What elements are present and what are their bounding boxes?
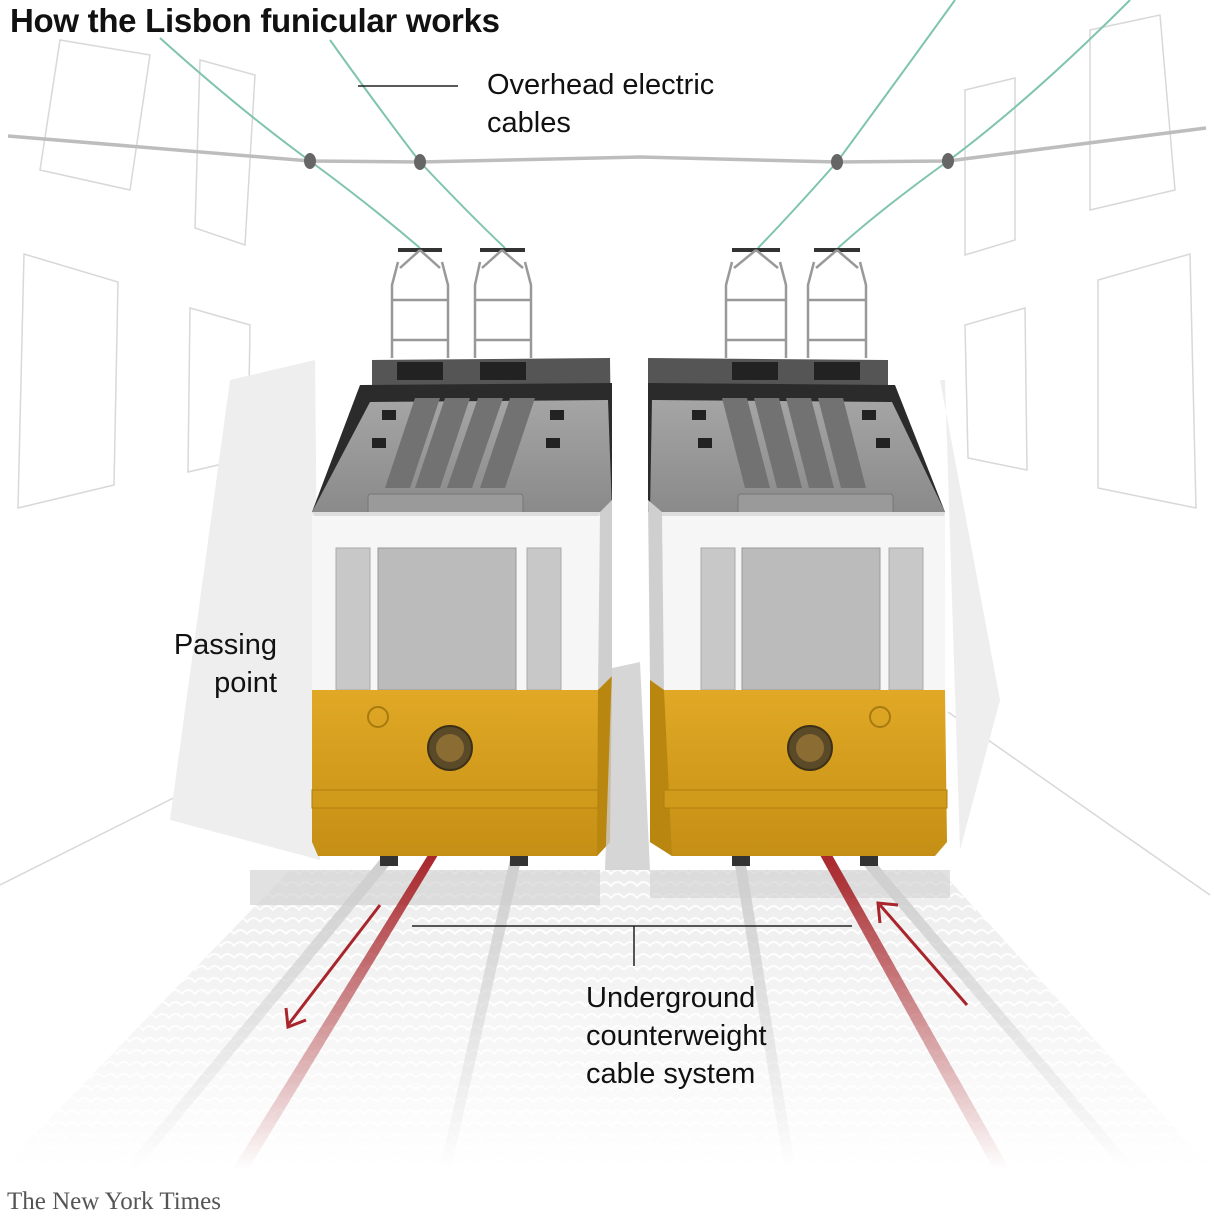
label-line: Passing [173,629,277,661]
pantograph-icon [390,248,533,358]
direction-arrow-icon [876,901,969,1006]
cobblestone-pavement [0,870,1214,1170]
rails [125,858,1135,1174]
street-walls [0,14,1211,896]
direction-arrow-icon [284,904,382,1030]
label-line: cables [487,107,571,139]
tram-right [648,248,948,866]
underground-cable [232,855,1010,1170]
tram-left [311,248,612,866]
ground-shadow-right [940,380,1000,850]
overhead-cables-label: Overhead electric cables [487,66,714,142]
tram-window [335,547,562,691]
passing-point-label: Passing point [120,626,277,702]
label-line: Overhead electric [487,69,715,101]
source-credit: The New York Times [7,1188,221,1215]
underground-leader-line [412,925,852,966]
pantograph-icon [724,248,868,358]
label-line: cable system [586,1058,756,1090]
passing-point-shadow [605,662,650,870]
underground-cable-label: Underground counterweight cable system [586,979,767,1093]
label-line: counterweight [586,1020,767,1052]
label-line: Underground [586,982,756,1014]
ground-shadow [170,360,320,860]
label-line: point [214,667,277,699]
cable-insulators [304,153,954,170]
tram-window [700,547,924,691]
diagram-title: How the Lisbon funicular works [10,2,500,39]
